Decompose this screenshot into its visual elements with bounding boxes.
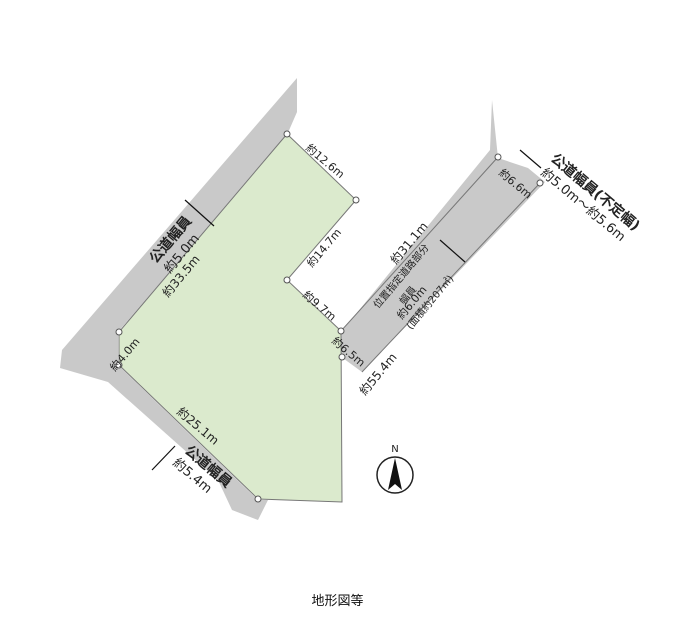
easement-outer-line	[361, 182, 541, 373]
corner-notch	[283, 276, 291, 284]
corner-top	[283, 130, 291, 138]
road-right	[340, 100, 545, 372]
road-left	[60, 78, 297, 520]
corner-left-bottom	[115, 361, 123, 369]
arrow-road-right	[519, 149, 542, 169]
width-arrows	[151, 149, 542, 471]
corner-bottom	[254, 495, 262, 503]
figure-caption: 地形図等	[311, 594, 364, 609]
corner-road-top	[494, 153, 502, 161]
corner-inner	[337, 327, 345, 335]
compass-north-label: N	[391, 444, 398, 455]
easement-inner-line	[340, 156, 499, 332]
compass-needle-icon	[388, 458, 402, 490]
arrow-road-left	[184, 199, 215, 227]
corner-right-top	[352, 196, 360, 204]
corner-left-top	[115, 328, 123, 336]
corner-inner-low	[338, 353, 346, 361]
corner-markers	[115, 130, 544, 503]
lot-area	[118, 133, 357, 503]
corner-road-right	[536, 179, 544, 187]
arrow-road-bottom	[151, 445, 176, 471]
north-compass: N	[376, 444, 414, 494]
arrow-easement	[439, 239, 466, 263]
